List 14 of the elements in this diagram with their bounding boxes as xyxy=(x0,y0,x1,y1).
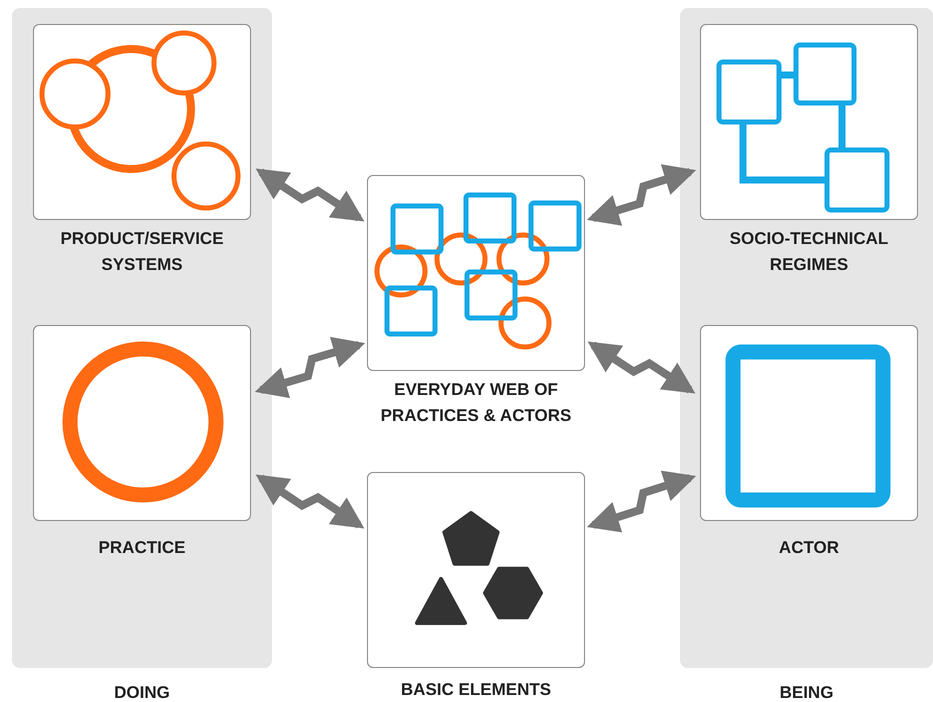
node-label: PRODUCT/SERVICE SYSTEMS xyxy=(59,228,225,276)
double-arrow xyxy=(256,474,364,529)
node-label: ACTOR xyxy=(778,537,840,559)
node-label: EVERYDAY WEB OF PRACTICES & ACTORS xyxy=(380,379,572,427)
node-label: SOCIO-TECHNICAL REGIMES xyxy=(728,228,890,276)
node-label: BEING xyxy=(778,682,834,702)
double-arrow xyxy=(254,336,366,398)
double-arrow xyxy=(586,164,696,226)
double-arrow xyxy=(588,342,696,394)
node-label: DOING xyxy=(113,682,171,702)
double-arrow xyxy=(586,470,696,532)
node-label: PRACTICE xyxy=(98,537,186,559)
double-arrow xyxy=(256,168,364,222)
node-label: BASIC ELEMENTS xyxy=(400,679,552,701)
